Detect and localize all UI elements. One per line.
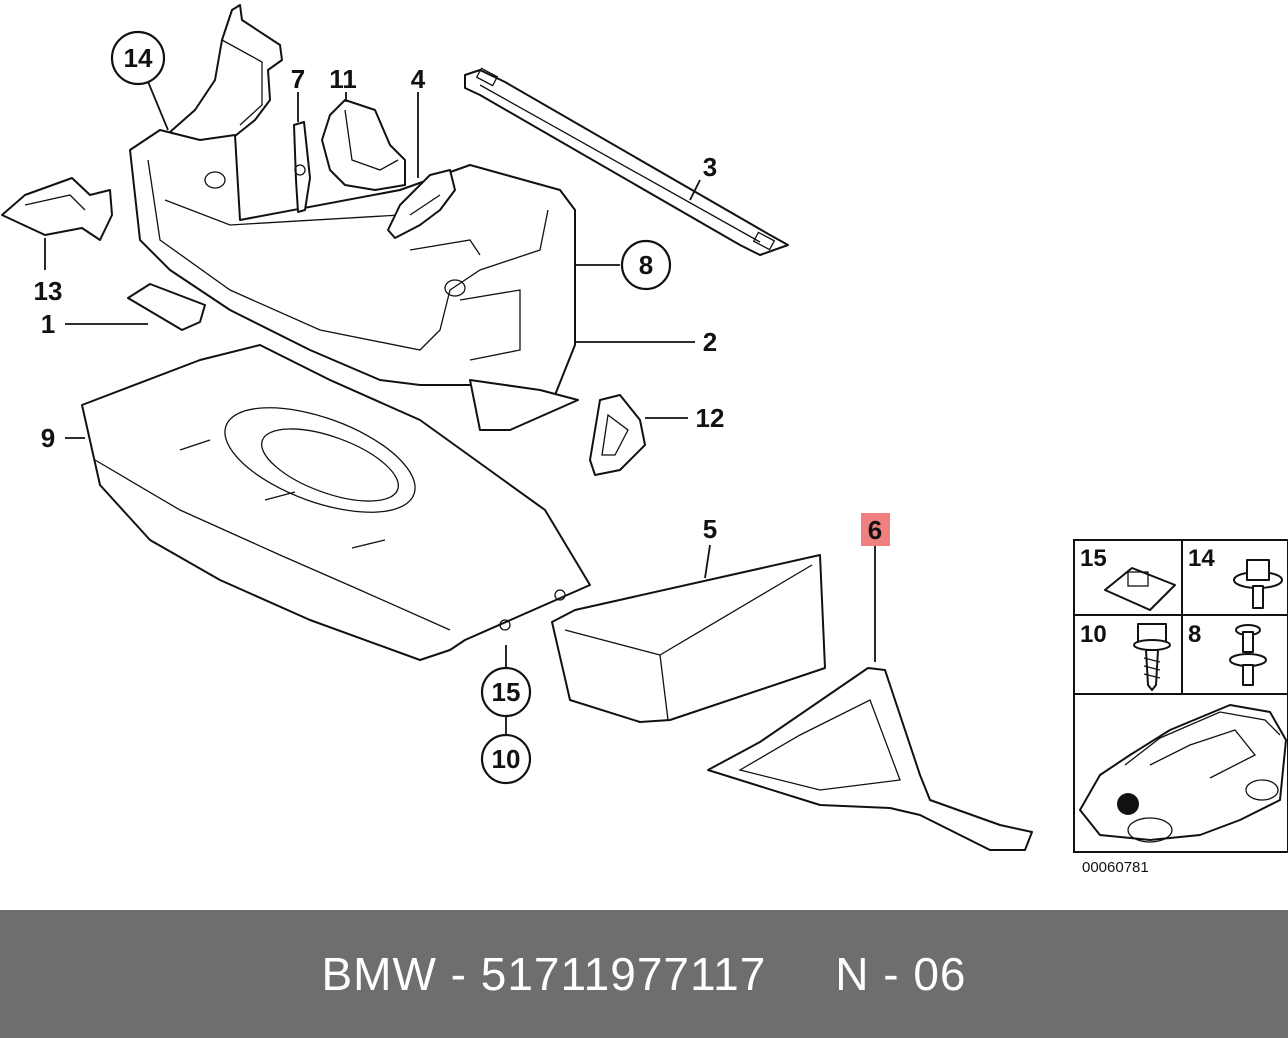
inset-label-10: 10 [1080,621,1107,648]
footer-bar: BMW - 51711977117 N - 06 [0,910,1288,1038]
part-2-drawing [129,129,579,431]
callout-5: 5 [703,514,717,544]
clip-nut-icon [1104,567,1176,611]
inset-label-15: 15 [1080,545,1107,572]
screw-icon [1133,623,1171,691]
part-number-text: BMW - 51711977117 N - 06 [321,948,967,1000]
hardware-inset: 15 14 10 8 [1073,539,1288,853]
part-13-drawing [1,177,113,241]
part-12-drawing [589,394,646,476]
part-1-drawing [127,283,206,331]
callout-11: 11 [329,64,357,94]
callout-8: 8 [639,250,653,280]
car-location-icon [1079,704,1287,843]
callout-15-circle [480,666,532,718]
part-3-drawing [464,67,789,256]
callout-6: 6 [868,515,882,545]
part-5-drawing [551,554,826,723]
part-6-drawing [707,667,1033,851]
callout-15: 15 [492,677,521,707]
part-4-drawing [387,169,456,239]
callout-3: 3 [703,152,717,182]
callout-14: 14 [124,43,153,73]
callout-10-circle [480,733,532,785]
bolt-with-washer-icon [1233,559,1283,609]
callout-4: 4 [411,64,426,94]
part-11-drawing [321,99,406,191]
leader-lines [44,71,876,735]
callout-14-circle [110,30,166,86]
parts-diagram: 14 7 11 4 3 8 2 12 13 1 9 5 6 15 10 15 1… [1,4,1288,876]
part-14-drawing [169,4,283,146]
callouts: 14 7 11 4 3 8 2 12 13 1 9 5 6 15 10 [34,30,890,785]
callout-7: 7 [291,64,305,94]
inset-label-14: 14 [1188,545,1215,572]
part-7-drawing [293,121,311,213]
callout-1: 1 [41,309,55,339]
callout-6-highlight [861,513,890,546]
callout-10: 10 [492,744,521,774]
expanding-rivet-icon [1229,624,1267,686]
callout-8-circle [620,239,672,291]
callout-9: 9 [41,423,55,453]
callout-2: 2 [703,327,717,357]
callout-13: 13 [34,276,63,306]
part-9-drawing [81,344,591,661]
drawing-number: 00060781 [1082,859,1149,876]
callout-12: 12 [696,403,725,433]
location-marker-icon [1117,793,1139,815]
inset-label-8: 8 [1188,621,1201,648]
